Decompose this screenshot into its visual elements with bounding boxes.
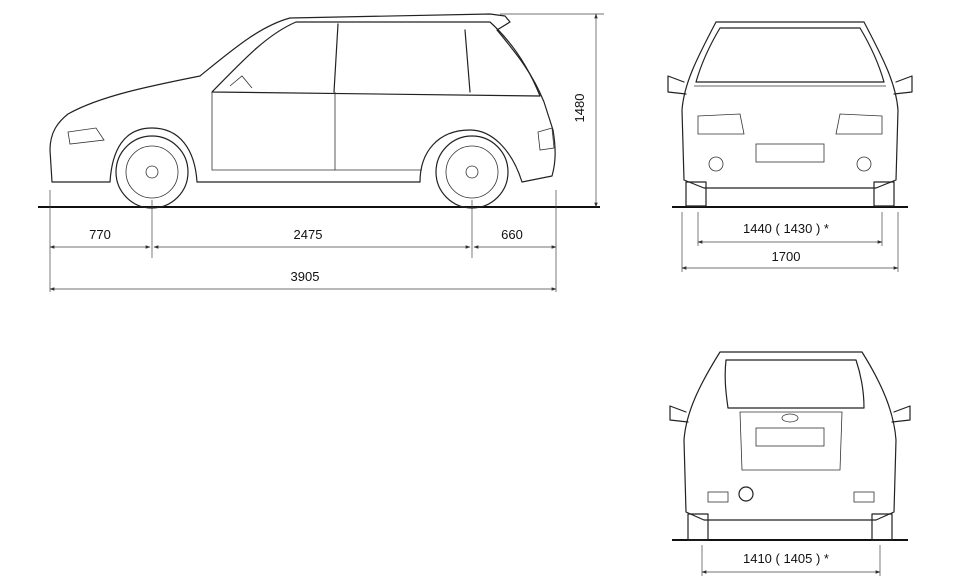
front-overhang-label: 770	[89, 227, 111, 242]
rear-emblem	[781, 413, 799, 423]
rear-wheel	[435, 135, 509, 209]
overall-width-label: 1700	[772, 249, 801, 264]
side-window-frame	[211, 21, 541, 97]
rear-plate	[755, 427, 825, 447]
tailgate	[739, 411, 843, 471]
overall-height-label: 1480	[572, 94, 587, 123]
rear-reflector-left	[707, 491, 729, 503]
exhaust-pipe	[738, 486, 754, 502]
front-view	[667, 21, 913, 208]
front-hub	[145, 165, 159, 179]
wheelbase-label: 2475	[294, 227, 323, 242]
rear-tire-right	[871, 513, 893, 541]
front-rim	[125, 145, 179, 199]
side-dimensions: 770 2475 660 3905 1480	[49, 13, 604, 292]
rear-mirror-left	[669, 405, 689, 423]
side-taillight	[537, 127, 555, 151]
front-track-label: 1440 ( 1430 ) *	[743, 221, 829, 236]
rear-window	[724, 359, 865, 409]
rear-view	[669, 351, 911, 541]
front-tire-left	[685, 181, 707, 207]
front-mirror-left	[667, 75, 687, 95]
c-pillar	[464, 29, 471, 93]
headlight-left	[697, 113, 745, 135]
rear-overhang-label: 660	[501, 227, 523, 242]
overall-length-label: 3905	[291, 269, 320, 284]
rear-door-line	[334, 92, 422, 171]
rear-reflector-right	[853, 491, 875, 503]
front-mirror-right	[893, 75, 913, 95]
b-pillar	[333, 23, 339, 93]
rear-rim	[445, 145, 499, 199]
front-door-line	[211, 92, 335, 171]
headlight-right	[835, 113, 883, 135]
rear-track-label: 1410 ( 1405 ) *	[743, 551, 829, 566]
front-plate	[755, 143, 825, 163]
side-body-outline	[49, 13, 556, 183]
rear-body-outline	[683, 351, 897, 521]
front-body-outline	[681, 21, 899, 189]
rear-hub	[465, 165, 479, 179]
side-mirror	[229, 75, 253, 89]
front-dimensions: 1440 ( 1430 ) * 1700	[681, 212, 899, 272]
windshield	[695, 27, 885, 83]
front-wheel	[115, 135, 189, 209]
rear-dimensions: 1410 ( 1405 ) *	[701, 545, 881, 576]
rear-tire-left	[687, 513, 709, 541]
side-headlight	[67, 127, 105, 145]
rear-mirror-right	[891, 405, 911, 423]
side-view	[38, 13, 600, 209]
foglight-right	[856, 156, 872, 172]
foglight-left	[708, 156, 724, 172]
front-tire-right	[873, 181, 895, 207]
